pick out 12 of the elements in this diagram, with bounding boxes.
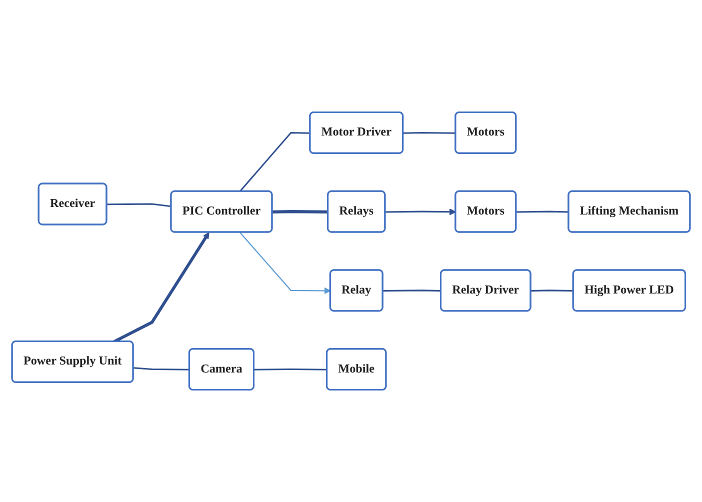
connector: [382, 290, 442, 292]
connector: [106, 203, 172, 208]
connector: [239, 132, 310, 192]
arrow: [385, 208, 456, 216]
connector: [530, 290, 574, 292]
connector: [272, 210, 328, 214]
connector: [254, 368, 328, 370]
connector: [516, 210, 569, 213]
arrow: [239, 232, 331, 294]
connector: [133, 367, 190, 370]
arrow: [113, 232, 210, 343]
connector: [403, 132, 456, 134]
